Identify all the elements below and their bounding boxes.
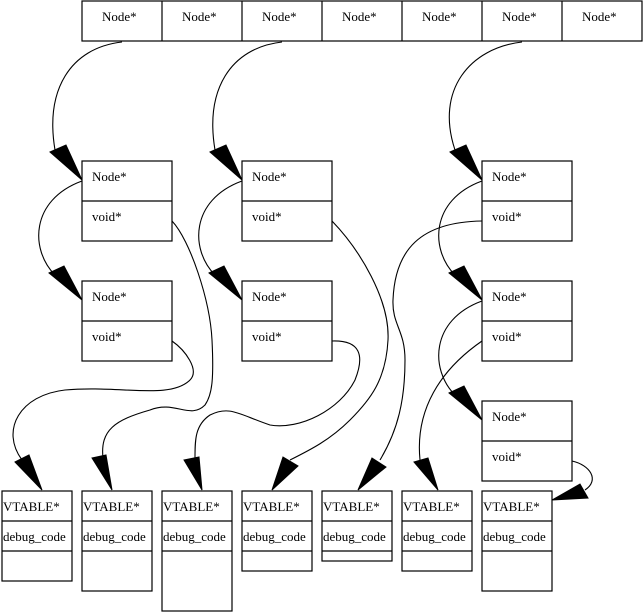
edge-array-to-node [52,41,123,151]
array-cell-label: Node* [422,9,457,24]
array-outline [81,0,643,42]
arrowhead-icon [271,456,299,491]
node-data-field: void* [252,329,282,344]
node-next-field: Node* [92,289,127,304]
array-cell-label: Node* [502,9,537,24]
object-record: VTABLE* debug_code [401,490,473,572]
vtable-field: VTABLE* [403,499,460,514]
edge-node-to-node [198,180,243,276]
node-next-field: Node* [252,289,287,304]
list-node: Node* void* [481,160,573,242]
arrowhead-icon [48,265,83,301]
arrowhead-icon [14,454,43,491]
edge-node-to-node [38,180,83,276]
object-record: VTABLE* debug_code [321,490,393,562]
list-node: Node* void* [81,160,173,242]
object-record: VTABLE* debug_code [1,490,73,582]
debug-code-field: debug_code [243,529,306,544]
arrowhead-icon [183,456,203,491]
list-node: Node* void* [481,400,573,482]
edge-data-pointer [194,340,361,459]
edge-data-pointer [571,460,593,491]
node-data-field: void* [492,209,522,224]
vtable-field: VTABLE* [163,499,220,514]
list-node: Node* void* [241,280,333,362]
node-next-field: Node* [92,169,127,184]
arrowhead-icon [209,144,243,181]
list-node: Node* void* [241,160,333,242]
edge-data-pointer [418,340,483,461]
edge-data-pointer [379,220,483,461]
debug-code-field: debug_code [403,529,466,544]
edge-node-to-node [438,180,483,276]
vtable-field: VTABLE* [323,499,380,514]
edge-array-to-node [448,41,523,151]
arrowhead-icon [208,265,243,301]
object-record: VTABLE* debug_code [481,490,553,592]
arrowhead-icon [449,144,483,181]
vtable-field: VTABLE* [3,499,60,514]
debug-code-field: debug_code [3,529,66,544]
node-pointer-array: Node* Node* Node* Node* Node* Node* Node… [81,0,643,42]
debug-code-field: debug_code [163,529,226,544]
arrowhead-icon [49,144,83,181]
arrowhead-icon [413,457,439,491]
array-cell-label: Node* [262,9,297,24]
list-node: Node* void* [481,280,573,362]
node-next-field: Node* [252,169,287,184]
edge-array-to-node [212,41,283,151]
edge-data-pointer [102,220,214,459]
node-data-field: void* [492,329,522,344]
vtable-field: VTABLE* [483,499,540,514]
arrowhead-icon [551,483,589,501]
object-record: VTABLE* debug_code [161,490,233,612]
node-next-field: Node* [492,409,527,424]
edges [12,41,593,501]
edge-data-pointer [12,340,194,461]
node-data-field: void* [492,449,522,464]
debug-code-field: debug_code [483,529,546,544]
edge-data-pointer [289,220,389,461]
object-record: VTABLE* debug_code [81,490,153,592]
debug-code-field: debug_code [83,529,146,544]
array-cell-label: Node* [342,9,377,24]
node-next-field: Node* [492,289,527,304]
edge-node-to-node [438,300,483,396]
node-data-field: void* [92,209,122,224]
arrowhead-icon [357,457,387,491]
node-data-field: void* [92,329,122,344]
object-record: VTABLE* debug_code [241,490,313,572]
node-data-field: void* [252,209,282,224]
arrowhead-icon [448,265,483,301]
arrowhead-icon [448,385,483,421]
list-node: Node* void* [81,280,173,362]
vtable-field: VTABLE* [83,499,140,514]
array-cell-label: Node* [182,9,217,24]
array-cell-label: Node* [102,9,137,24]
arrowhead-icon [91,454,113,491]
debug-code-field: debug_code [323,529,386,544]
node-next-field: Node* [492,169,527,184]
array-cell-label: Node* [582,9,617,24]
vtable-field: VTABLE* [243,499,300,514]
